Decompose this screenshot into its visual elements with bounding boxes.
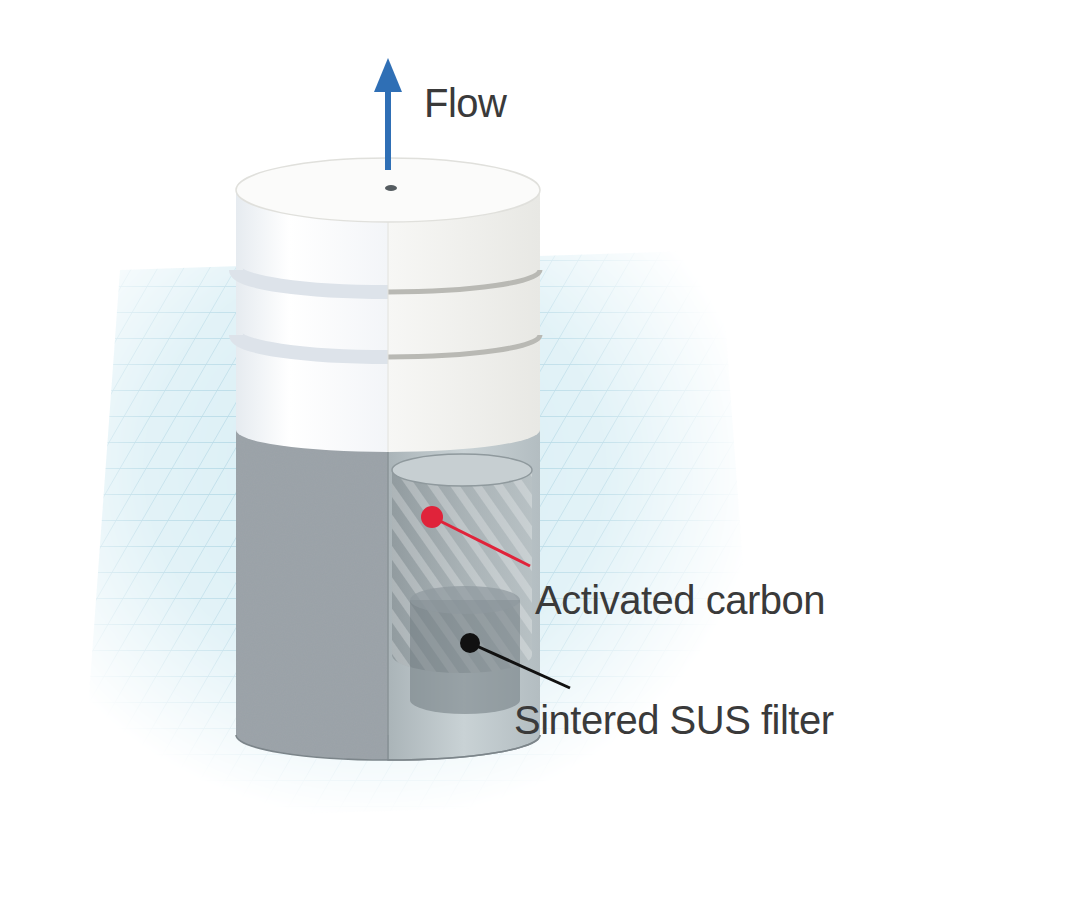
part-label: Sintered SUS filter (514, 697, 834, 743)
filter-cap (236, 158, 540, 452)
flow-label: Flow (424, 80, 506, 126)
flow-arrow (374, 58, 402, 170)
filter-body (236, 430, 540, 760)
leader-line (421, 506, 530, 566)
leader-line (460, 633, 570, 688)
part-label: Activated carbon (535, 577, 825, 623)
